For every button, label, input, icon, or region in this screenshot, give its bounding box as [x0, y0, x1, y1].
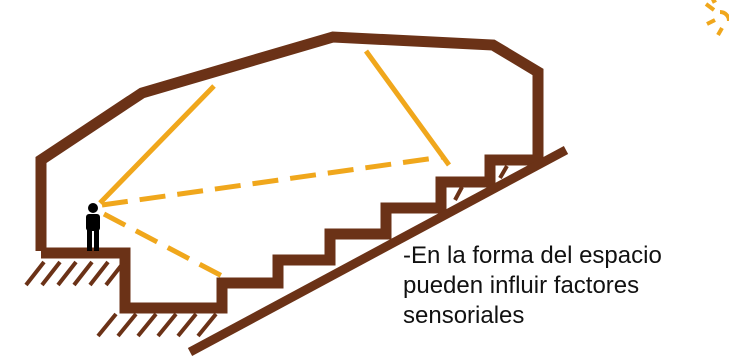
caption-line-2: pueden influir factores	[403, 272, 640, 299]
caption-line-1: -En la forma del espacio	[403, 242, 662, 269]
direct-line-lower	[102, 211, 224, 279]
caption-text: -En la forma del espacio pueden influir …	[403, 241, 723, 331]
building-outline	[35, 31, 544, 251]
ground-hatching-left	[24, 260, 126, 287]
sun-icon	[704, 0, 729, 36]
reflection-line-2	[363, 49, 452, 167]
caption-line-3: sensoriales	[403, 302, 525, 329]
ground-hatching-right	[453, 164, 509, 201]
ground-slope	[187, 146, 569, 356]
person-icon	[86, 203, 100, 251]
direct-line-upper	[101, 154, 443, 208]
floor-steps	[41, 154, 540, 314]
reflection-line-1	[98, 84, 216, 205]
ground-hatching-pit	[96, 312, 218, 338]
sight-lines	[98, 49, 452, 279]
